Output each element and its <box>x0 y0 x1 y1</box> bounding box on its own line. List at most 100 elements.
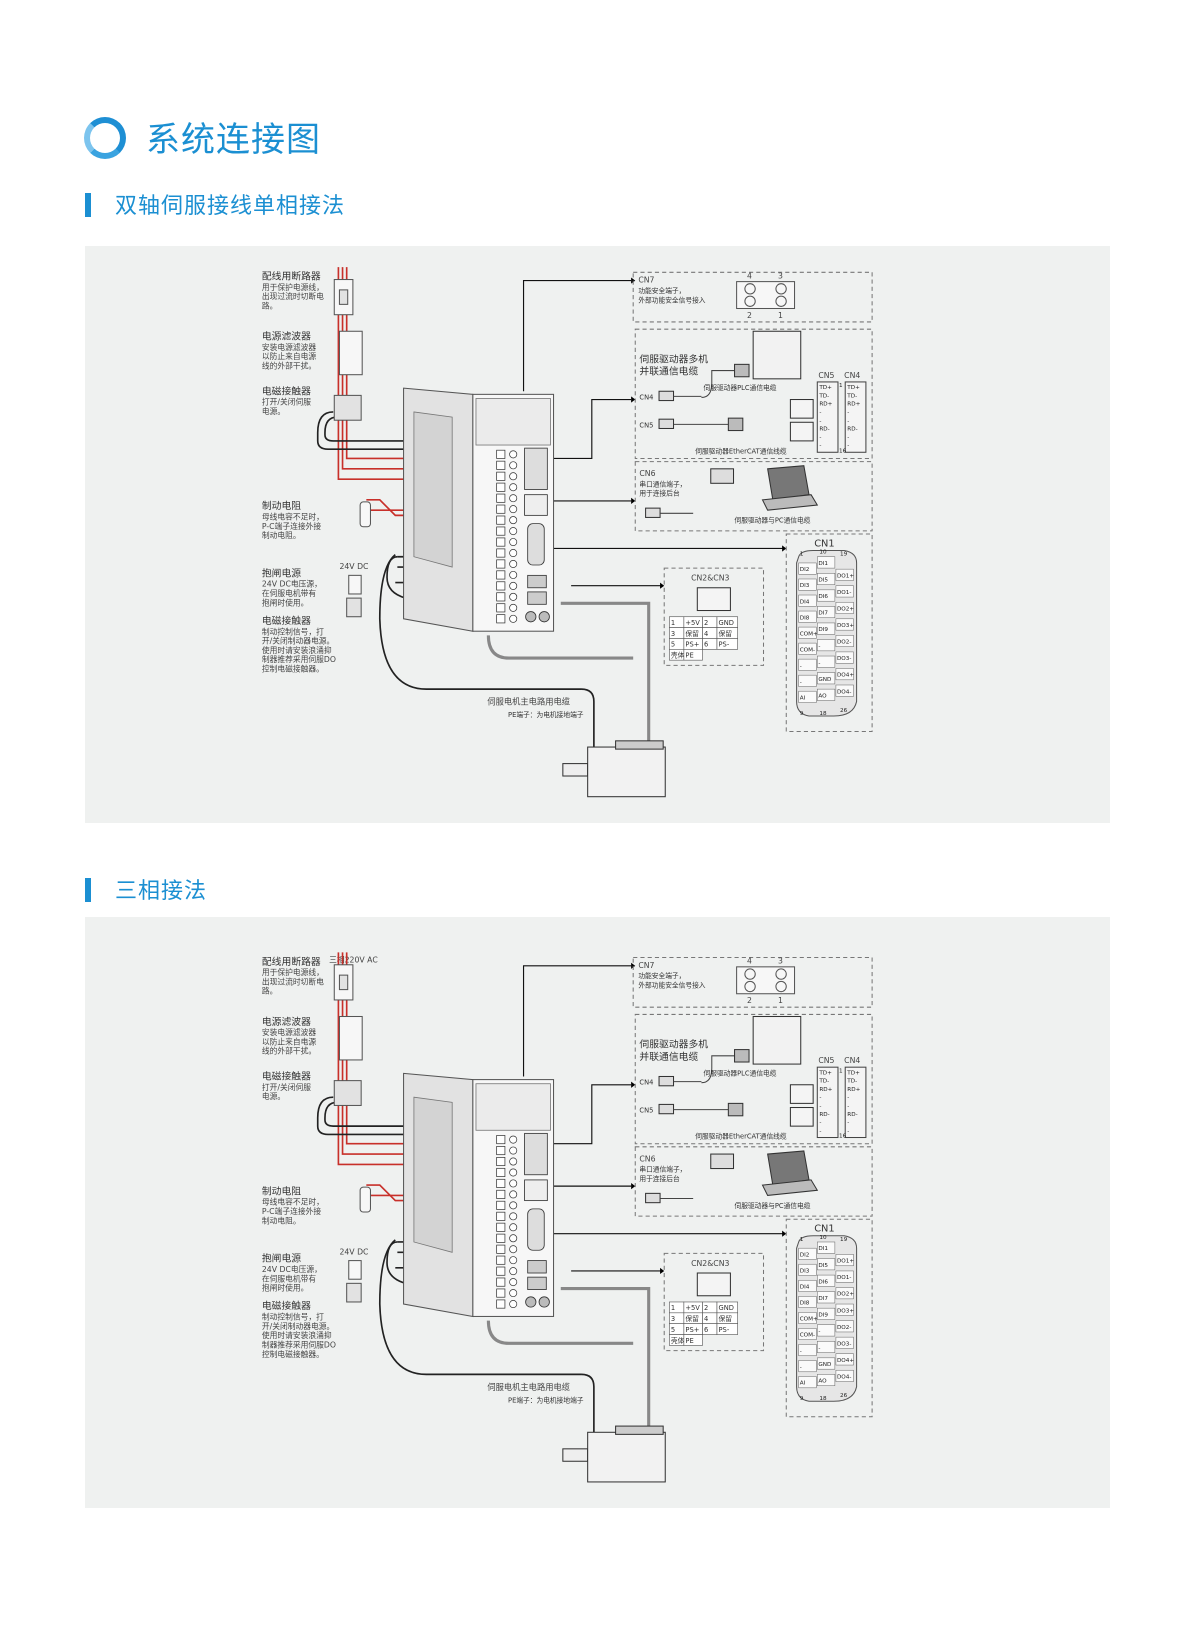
section-heading-three-phase: 三相接法 <box>85 873 207 905</box>
cn7-box <box>632 271 873 323</box>
terminal <box>496 592 506 602</box>
cn7-title: CN7 <box>638 961 654 970</box>
cn23-cell: 4 <box>704 1315 708 1323</box>
cn1-pin <box>798 626 817 639</box>
terminal <box>496 1135 506 1145</box>
terminal <box>496 1222 506 1232</box>
cn23-title: CN2&CN3 <box>691 1259 729 1268</box>
cn1-pin-label: - <box>800 1365 802 1371</box>
connection-arrows <box>522 962 787 1275</box>
ethercat-cable-label: 伺服驱动器EtherCAT通信线缆 <box>695 1132 787 1141</box>
breaker-switch <box>338 974 349 991</box>
terminal <box>496 1157 506 1167</box>
cn7-connector <box>736 281 796 310</box>
cn23-cell-box <box>683 648 703 661</box>
terminal <box>496 614 506 624</box>
cn1-pin-label: DO1+ <box>837 573 854 579</box>
cn23-box <box>663 567 765 666</box>
cn1-pin <box>798 1312 817 1324</box>
cn23-cell-box <box>716 1323 738 1335</box>
pin-number: 2 <box>747 996 752 1005</box>
cn1-pin <box>817 1307 836 1320</box>
cn1-pin <box>817 1241 836 1254</box>
cn23-cell: 6 <box>704 641 708 649</box>
servo-drive <box>403 1072 555 1318</box>
cn1-pin <box>817 655 836 668</box>
laptop-icon <box>767 1150 810 1186</box>
brake-contactor <box>346 597 362 618</box>
encoder-connector-icon <box>696 1272 731 1297</box>
cn1-pin-label: AO <box>818 1379 827 1385</box>
port-pin-strip <box>844 381 867 453</box>
filter-desc: 以防止来自电源 <box>262 351 317 361</box>
terminal-screw <box>509 483 518 492</box>
port-pin-label: - <box>819 1095 821 1101</box>
brake-contactor <box>346 1282 362 1303</box>
motor-cable-label: 伺服电机主电路用电缆 <box>487 697 570 707</box>
terminal-screw <box>509 1223 518 1232</box>
filter-desc: 安装电源滤波器 <box>262 1027 317 1037</box>
cn1-pin <box>798 1263 817 1276</box>
cn23-cell: 保留 <box>719 629 733 638</box>
terminal <box>496 1233 506 1243</box>
port-pin-label: - <box>847 443 849 449</box>
servo-motor <box>562 1425 666 1483</box>
cn1-pin-label: - <box>800 679 802 685</box>
cn1-pin <box>817 589 836 602</box>
diagram-panel-three-phase: 三相220V AC 配线用断路器用于保护电源线，出现 <box>85 917 1110 1508</box>
cn1-pin <box>798 658 817 671</box>
cn23-cell: 5 <box>671 1326 675 1334</box>
filter-title: 电源滤波器 <box>262 1015 311 1028</box>
cn23-cell: PE <box>685 652 693 660</box>
port-pin-label: RD+ <box>847 1087 860 1093</box>
terminal-screw <box>509 614 518 623</box>
terminal-screw <box>509 1278 518 1287</box>
port-pin-label: - <box>847 410 849 416</box>
cn1-pin-label: DO2- <box>837 640 852 646</box>
cn1-pin <box>798 1360 817 1373</box>
cn1-pin <box>817 606 836 619</box>
pin-number: 2 <box>747 311 752 320</box>
pin-number: 1 <box>778 996 783 1005</box>
cn1-pin <box>817 622 836 635</box>
port-pin-label: - <box>847 418 849 424</box>
cn1-pin-label: DI7 <box>818 611 828 617</box>
cn1-pin-label: DI3 <box>800 583 810 589</box>
cn1-pin <box>798 1279 817 1292</box>
plc-device <box>752 330 802 380</box>
terminal <box>496 482 506 492</box>
cn1-pin-label: GND <box>818 677 832 683</box>
terminal-screw <box>509 1201 518 1210</box>
cn1-corner-number: 10 <box>819 1235 827 1241</box>
port-pin-label: - <box>847 435 849 441</box>
encoder-connector-icon <box>696 587 731 612</box>
cn1-pin <box>835 651 854 664</box>
terminal <box>496 570 506 580</box>
cn7-desc: 外部功能安全信号接入 <box>638 981 705 990</box>
power-filter <box>338 330 363 376</box>
rj45-port-icon <box>789 1084 814 1104</box>
cn1-corner-number: 9 <box>800 711 804 717</box>
cn23-cell: 6 <box>704 1326 708 1334</box>
diagram-content: 配线用断路器用于保护电源线，出现过流时切断电路。电源滤波器安装电源滤波器以防止来… <box>262 952 873 1483</box>
terminal-screw <box>509 1190 518 1199</box>
brake-power-desc: 在伺服电机带有 <box>262 1273 317 1283</box>
cn1-pin <box>817 672 836 685</box>
cn1-box <box>785 533 873 733</box>
contactor-desc: 打开/关闭伺服 <box>262 1082 311 1092</box>
cn1-pin-label: - <box>800 1349 802 1355</box>
pin-number: 3 <box>778 957 783 966</box>
terminal <box>496 1277 506 1287</box>
cn1-pin-label: DI6 <box>818 1279 828 1285</box>
rj45-plug-icon <box>658 418 675 430</box>
cn1-pin <box>817 1258 836 1271</box>
terminal <box>496 1244 506 1254</box>
cn1-pin-label: GND <box>818 1362 832 1368</box>
cn1-pin-label: DO3+ <box>837 1308 854 1314</box>
brake-power-supply <box>348 1260 362 1280</box>
port-pin-label: RD- <box>847 1112 857 1118</box>
pin-number: 3 <box>778 272 783 281</box>
terminal <box>496 1211 506 1221</box>
port-cn5-label: CN5 <box>818 371 834 380</box>
contactor-desc: 电源。 <box>262 1091 285 1101</box>
